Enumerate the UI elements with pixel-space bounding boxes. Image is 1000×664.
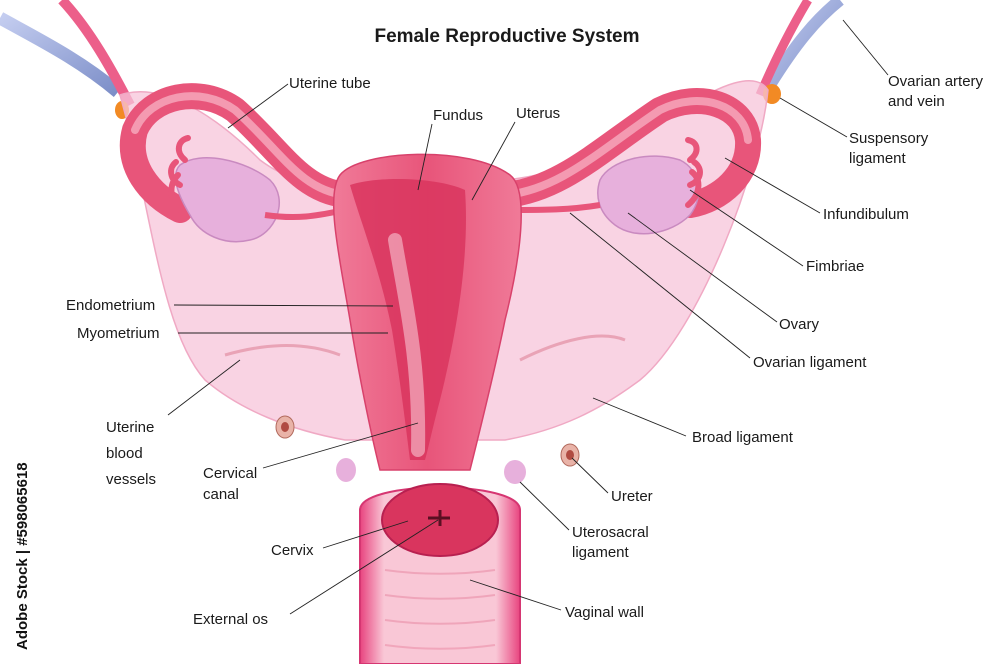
right-fimbriae <box>685 137 703 208</box>
label-ovarian-ligament: Ovarian ligament <box>753 354 867 371</box>
stock-watermark: Adobe Stock | #598065618 <box>14 462 31 650</box>
label-uterosacral-line1: Uterosacral <box>572 524 649 541</box>
label-suspensory-line1: Suspensory <box>849 130 929 147</box>
label-ureter: Ureter <box>611 488 653 505</box>
label-cervical-canal-line2: canal <box>203 486 239 503</box>
leader-lines <box>167 19 889 615</box>
label-endometrium: Endometrium <box>66 297 155 314</box>
label-uterine-vessels-line3: vessels <box>106 471 156 488</box>
label-vaginal-wall: Vaginal wall <box>565 604 644 621</box>
left-fimbriae <box>168 135 191 213</box>
left-ovary <box>174 157 280 243</box>
left-uterosacral-lump <box>336 458 356 482</box>
vaginal-rugae <box>384 569 496 650</box>
label-uterine-vessels-line1: Uterine <box>106 419 154 436</box>
label-external-os: External os <box>193 611 268 628</box>
label-ovarian-artery-line2: and vein <box>888 93 945 110</box>
external-os-shape <box>428 510 450 526</box>
right-uterosacral-lump <box>504 460 526 484</box>
label-cervical-canal-line1: Cervical <box>203 465 257 482</box>
label-uterosacral-line2: ligament <box>572 544 630 561</box>
label-uterus: Uterus <box>516 105 560 122</box>
uterine-vessel-line <box>224 344 341 357</box>
label-ovary: Ovary <box>779 316 820 333</box>
label-fundus: Fundus <box>433 107 483 124</box>
diagram-title: Female Reproductive System <box>374 26 639 47</box>
right-vessels <box>755 0 844 104</box>
label-suspensory-line2: ligament <box>849 150 907 167</box>
label-fimbriae: Fimbriae <box>806 258 864 275</box>
label-broad-ligament: Broad ligament <box>692 429 794 446</box>
label-cervix: Cervix <box>271 542 314 559</box>
left-vessels <box>0 0 135 119</box>
label-infundibulum: Infundibulum <box>823 206 909 223</box>
label-ovarian-artery-line1: Ovarian artery <box>888 73 984 90</box>
label-uterine-vessels-line2: blood <box>106 445 143 462</box>
right-ovary <box>597 155 700 235</box>
label-uterine-tube: Uterine tube <box>289 75 371 92</box>
label-myometrium: Myometrium <box>77 325 160 342</box>
